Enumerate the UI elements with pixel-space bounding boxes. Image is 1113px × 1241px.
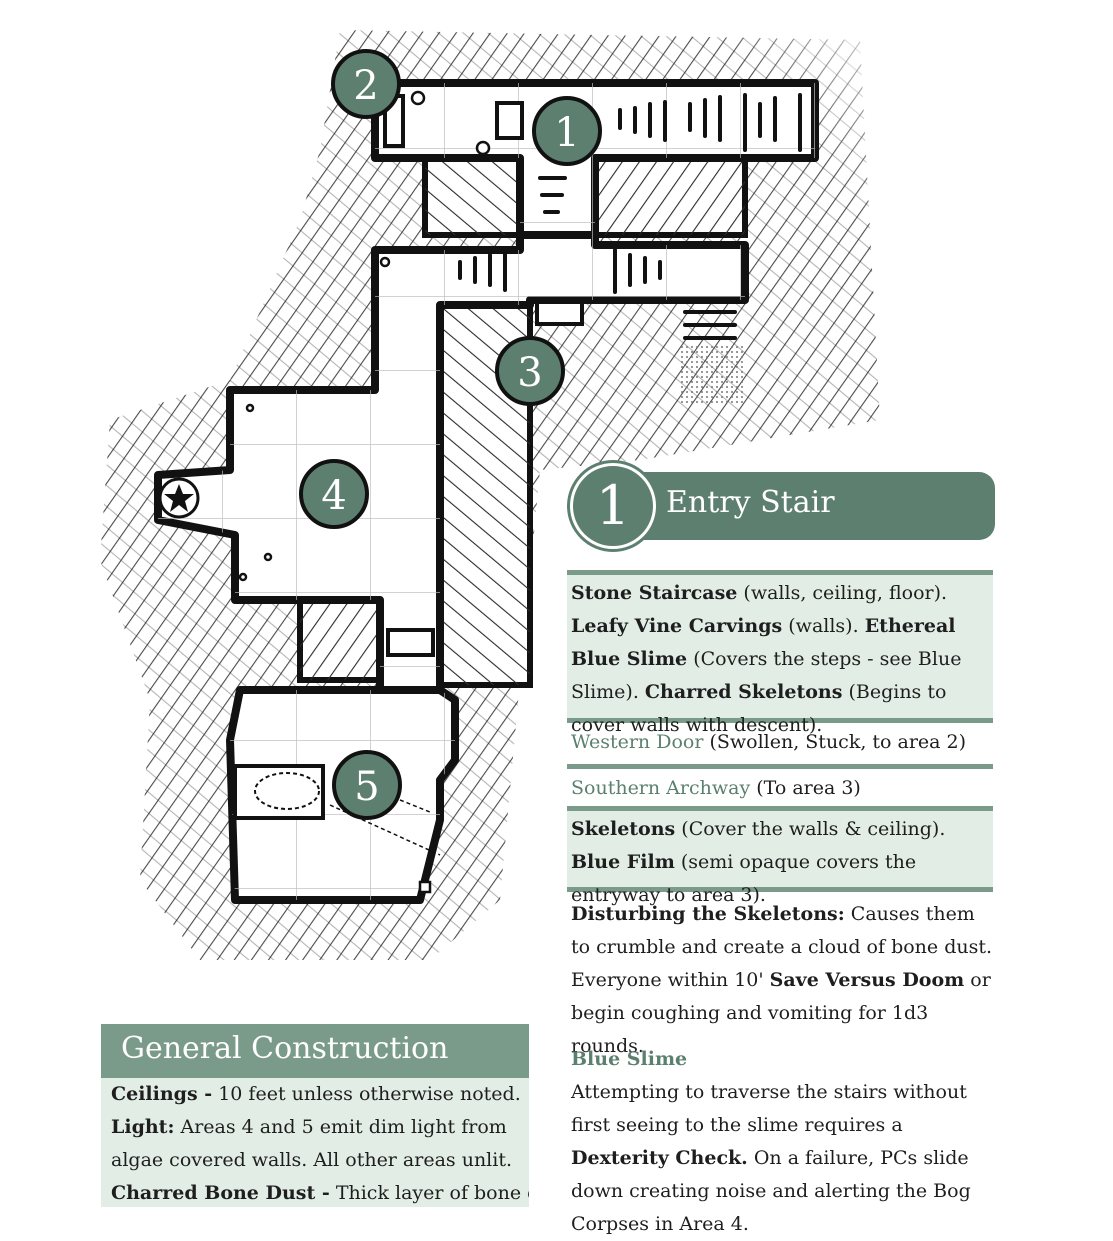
gc-text: 10 feet unless otherwise noted. [212,1083,521,1105]
feature-desc: (walls). [782,615,865,637]
svg-text:3: 3 [517,350,542,396]
save-label: Save Versus Doom [769,969,965,991]
gc-label: Charred Bone Dust - [111,1182,330,1204]
entry-title: Entry Stair [666,485,835,520]
svg-text:4: 4 [321,473,346,519]
svg-text:1: 1 [554,110,579,156]
sarcophagus [233,764,441,856]
feature-desc: (Begins to cover walls with descent). [571,681,947,736]
exit-name: Southern Archway [571,777,751,799]
rock-blocks [297,152,748,688]
feature-name: Leafy Vine Carvings [571,615,783,637]
exit-name: Western Door [571,731,704,753]
marker-1: 1 [532,96,602,166]
svg-text:2: 2 [353,63,378,109]
disturbing-text-end: or begin coughing and vomiting for 1d3 r… [571,969,991,1057]
gc-line-ceilings: Ceilings - 10 feet unless otherwise note… [111,1078,529,1111]
marker-4: 4 [299,459,369,529]
exit-desc: (Swollen, Stuck, to area 2) [703,731,967,753]
feature-name: Skeletons [571,818,676,840]
gc-line-light: Light: Areas 4 and 5 emit dim light from… [111,1111,529,1177]
svg-text:5: 5 [354,764,379,810]
features-box: Stone Staircase (walls, ceiling, floor).… [567,570,993,736]
feature-desc: (Cover the walls & ceiling). [675,818,946,840]
feature-name: Charred Skeletons [644,681,843,703]
disturbing-label: Disturbing the Skeletons: [571,903,845,925]
skeletons-box: Skeletons (Cover the walls & ceiling). B… [567,806,993,906]
marker-3: 3 [495,336,565,406]
feature-name: Blue Film [571,851,675,873]
stair-marks [458,93,802,340]
disturbing-text: Causes them to crumble and create a clou… [571,903,993,991]
doors [383,94,584,657]
entry-number-badge: 1 [570,463,656,549]
general-construction-title: General Construction [121,1031,449,1066]
feature-name: Stone Staircase [571,582,738,604]
entry-number: 1 [595,474,631,537]
exit-desc: (To area 3) [750,777,861,799]
disturbing-paragraph: Disturbing the Skeletons: Causes them to… [571,898,995,1063]
map-markers: 2 1 3 4 5 [299,49,602,820]
general-construction-body: Ceilings - 10 feet unless otherwise note… [101,1078,529,1207]
feature-desc: (semi opaque covers the entryway to area… [571,851,917,906]
entry-header: 1 Entry Stair [570,463,995,549]
gc-label: Light: [111,1116,175,1138]
star-altar-icon [158,477,200,519]
blue-slime-text: Attempting to traverse the stairs withou… [571,1081,967,1136]
blue-slime-heading: Blue Slime [571,1048,688,1070]
divider [567,764,993,769]
general-construction-header: General Construction [101,1024,529,1078]
exit-southern-archway: Southern Archway (To area 3) [571,772,995,805]
marker-2: 2 [331,49,401,119]
dungeon-map: 2 1 3 4 5 [100,30,880,960]
gc-label: Ceilings - [111,1083,213,1105]
rubble-area [680,345,745,405]
gc-text: Thick layer of bone dust [335,1182,529,1204]
feature-desc: (walls, ceiling, floor). [737,582,948,604]
exit-western-door: Western Door (Swollen, Stuck, to area 2) [571,726,995,759]
feature-name: Ethereal Blue Slime [571,615,956,670]
check-label: Dexterity Check. [571,1147,748,1169]
gc-text: Areas 4 and 5 emit dim light from algae … [111,1116,513,1171]
feature-desc: (Covers the steps - see Blue Slime). [571,648,962,703]
marker-5: 5 [332,750,402,820]
debris [238,90,491,894]
gc-line-bone-dust: Charred Bone Dust - Thick layer of bone … [111,1177,529,1207]
blue-slime-paragraph: Attempting to traverse the stairs withou… [571,1076,995,1241]
entry-title-bar [610,472,995,540]
